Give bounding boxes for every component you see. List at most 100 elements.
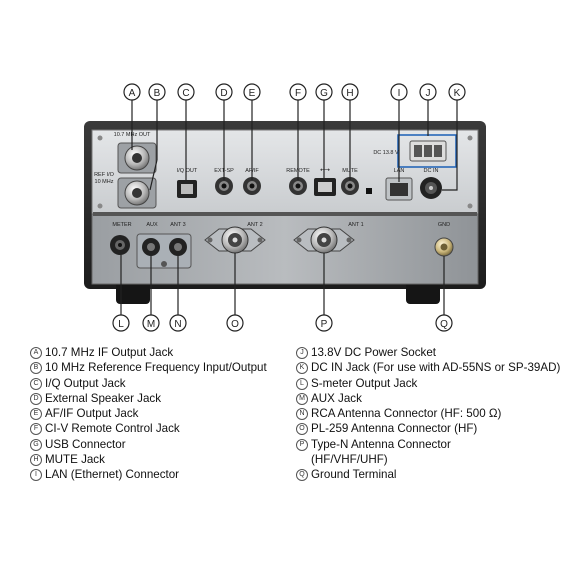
legend-key: A (30, 347, 42, 359)
svg-text:M: M (147, 319, 155, 330)
legend-text: RCA Antenna Connector (HF: 500 Ω) (311, 407, 502, 421)
callout-g: G (315, 83, 333, 101)
svg-text:Q: Q (440, 319, 448, 330)
svg-text:O: O (231, 319, 239, 330)
svg-text:N: N (174, 319, 181, 330)
callout-markers: A B C D E F G H I J K L M N O P Q (112, 83, 466, 332)
legend-text: Type-N Antenna Connector (311, 437, 451, 451)
legend-text: CI-V Remote Control Jack (45, 422, 180, 436)
callout-o: O (226, 314, 244, 332)
usb-b-connector-iq-out (177, 180, 197, 198)
ant1-label: ANT 1 (348, 222, 364, 228)
legend-text: LAN (Ethernet) Connector (45, 468, 180, 482)
callout-k: K (448, 83, 466, 101)
usb-connector (314, 178, 336, 196)
ref-io-sub-label: 10 MHz (95, 179, 114, 185)
ant2-label: ANT 2 (247, 222, 263, 228)
callout-c: C (177, 83, 195, 101)
legend-key: P (296, 438, 308, 451)
legend-text: 13.8V DC Power Socket (311, 346, 437, 359)
callout-n: N (169, 314, 187, 332)
callout-e: E (243, 83, 261, 101)
dc-in-jack (420, 177, 442, 199)
rca-antenna-connector (161, 238, 187, 267)
legend-key: B (30, 362, 42, 375)
legend-key: O (296, 423, 308, 436)
legend-text: External Speaker Jack (45, 391, 161, 405)
legend-text: 10.7 MHz IF Output Jack (45, 346, 174, 359)
legend-key: Q (296, 469, 308, 482)
callout-i: I (390, 83, 408, 101)
svg-text:L: L (118, 319, 124, 330)
svg-text:B: B (154, 88, 161, 99)
legend-text: AUX Jack (311, 391, 362, 405)
callout-m: M (142, 314, 160, 332)
legend-key: I (30, 469, 42, 482)
svg-text:P: P (321, 319, 328, 330)
jack-ext-sp (215, 177, 233, 195)
jack-mute (341, 177, 359, 195)
jack-af-if (243, 177, 261, 195)
ref-io-label: REF I/O (94, 172, 115, 178)
legend-key: D (30, 392, 42, 405)
legend-text: (HF/VHF/UHF) (311, 453, 388, 467)
legend-text: PL-259 Antenna Connector (HF) (311, 422, 478, 436)
svg-text:C: C (182, 88, 189, 99)
callout-leader-lines (120, 100, 458, 315)
legend-item-p-continued: (HF/VHF/UHF) (296, 452, 561, 467)
legend-key: H (30, 454, 42, 467)
svg-text:K: K (454, 88, 461, 99)
legend-text: 10 MHz Reference Frequency Input/Output (45, 361, 267, 375)
callout-a: A (123, 83, 141, 101)
aux-label: AUX (146, 222, 158, 228)
legend-text: I/Q Output Jack (45, 376, 126, 390)
mute-switch (366, 188, 372, 194)
legend-key: K (296, 362, 308, 375)
ant3-label: ANT 3 (170, 222, 186, 228)
svg-text:F: F (295, 88, 301, 99)
jack-remote (289, 177, 307, 195)
legend-key: L (296, 377, 308, 390)
svg-text:A: A (129, 88, 136, 99)
svg-text:J: J (426, 88, 431, 99)
callout-l: L (112, 314, 130, 332)
gnd-label: GND (438, 222, 450, 228)
legend-text: Ground Terminal (311, 468, 397, 482)
callout-q: Q (435, 314, 453, 332)
legend-key: M (296, 392, 308, 405)
callout-d: D (215, 83, 233, 101)
bnc-connector-ref-out (117, 142, 157, 174)
legend-text: USB Connector (45, 437, 126, 451)
legend-key: C (30, 377, 42, 390)
callout-b: B (148, 83, 166, 101)
legend-key: E (30, 408, 42, 421)
dc-label: DC 13.8 V (373, 150, 399, 156)
svg-text:H: H (346, 88, 353, 99)
jack-meter (110, 235, 130, 255)
svg-text:I: I (398, 88, 401, 99)
usb-icon: ⟷ (320, 167, 330, 174)
ground-terminal (434, 237, 454, 257)
meter-label: METER (112, 222, 131, 228)
svg-text:G: G (320, 88, 328, 99)
legend-text: AF/IF Output Jack (45, 407, 139, 421)
legend-key: G (30, 438, 42, 451)
type-n-antenna-connector (293, 226, 355, 254)
callout-f: F (289, 83, 307, 101)
iq-out-label: I/Q OUT (177, 168, 198, 174)
dc-in-label: DC IN (424, 168, 439, 174)
